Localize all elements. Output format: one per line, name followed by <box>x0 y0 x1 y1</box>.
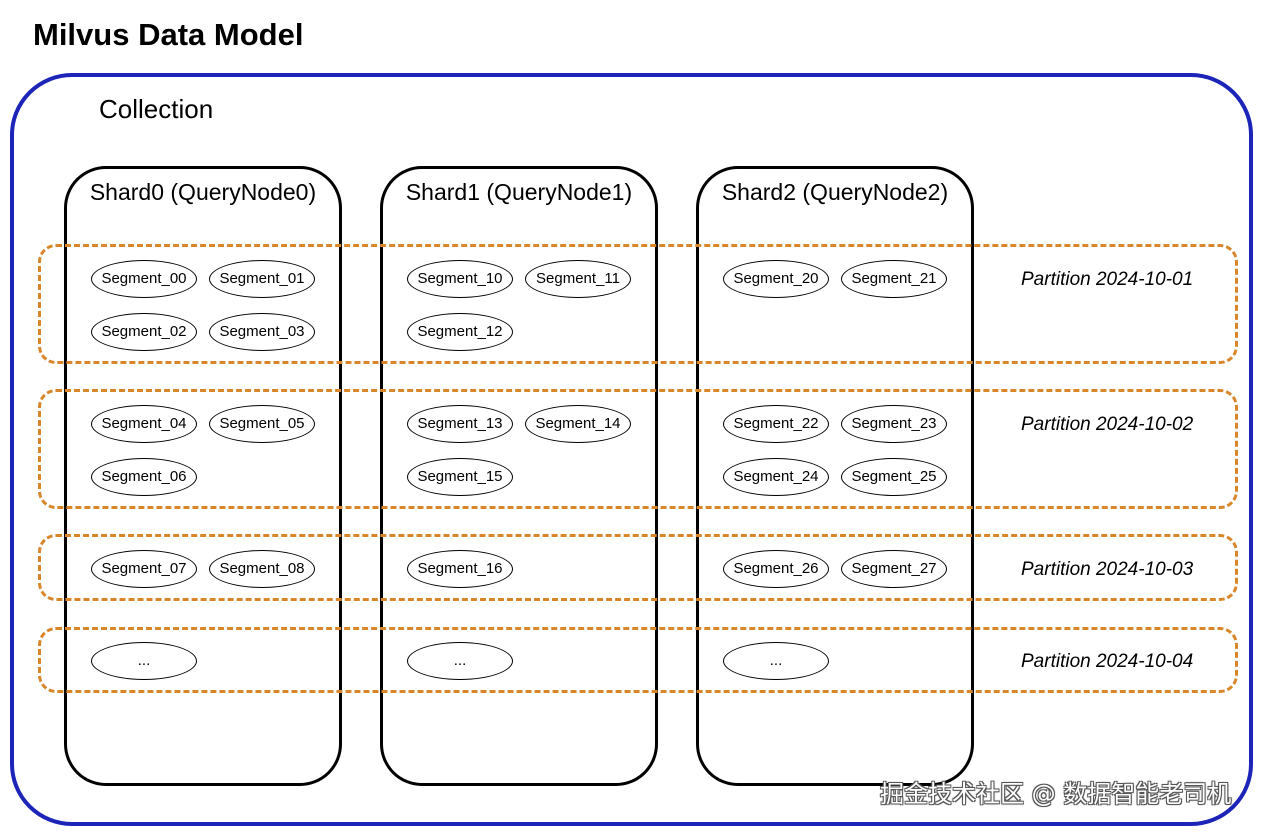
segment-14: Segment_14 <box>525 405 631 443</box>
shard-2-label: Shard2 (QueryNode2) <box>721 179 949 205</box>
partition-2024-10-02-label: Partition 2024-10-02 <box>1021 414 1194 435</box>
partition-2024-10-01-label: Partition 2024-10-01 <box>1021 269 1194 290</box>
watermark: 掘金技术社区 @ 数据智能老司机 <box>880 780 1232 808</box>
segment-26: Segment_26 <box>723 550 829 588</box>
segment-ellipsis-shard-0: ... <box>91 642 197 680</box>
segment-08: Segment_08 <box>209 550 315 588</box>
segment-03: Segment_03 <box>209 313 315 351</box>
segment-21: Segment_21 <box>841 260 947 298</box>
segment-01: Segment_01 <box>209 260 315 298</box>
shard-1-label: Shard1 (QueryNode1) <box>405 179 633 205</box>
shard-0-box <box>64 166 342 786</box>
diagram-title: Milvus Data Model <box>33 17 304 52</box>
segment-04: Segment_04 <box>91 405 197 443</box>
segment-ellipsis-shard-1: ... <box>407 642 513 680</box>
segment-10: Segment_10 <box>407 260 513 298</box>
segment-13: Segment_13 <box>407 405 513 443</box>
segment-ellipsis-shard-2: ... <box>723 642 829 680</box>
shard-2-box <box>696 166 974 786</box>
collection-label: Collection <box>99 94 214 124</box>
partition-2024-10-03-box <box>38 534 1238 601</box>
segment-22: Segment_22 <box>723 405 829 443</box>
segment-02: Segment_02 <box>91 313 197 351</box>
segment-20: Segment_20 <box>723 260 829 298</box>
partition-2024-10-02-box <box>38 389 1238 509</box>
segment-16: Segment_16 <box>407 550 513 588</box>
segment-07: Segment_07 <box>91 550 197 588</box>
segment-25: Segment_25 <box>841 458 947 496</box>
partition-2024-10-03-label: Partition 2024-10-03 <box>1021 559 1194 580</box>
shard-1-box <box>380 166 658 786</box>
partition-2024-10-01-box <box>38 244 1238 364</box>
segment-00: Segment_00 <box>91 260 197 298</box>
segment-24: Segment_24 <box>723 458 829 496</box>
partition-2024-10-04-box <box>38 627 1238 693</box>
segment-11: Segment_11 <box>525 260 631 298</box>
segment-05: Segment_05 <box>209 405 315 443</box>
shard-0-label: Shard0 (QueryNode0) <box>89 179 317 205</box>
segment-15: Segment_15 <box>407 458 513 496</box>
partition-2024-10-04-label: Partition 2024-10-04 <box>1021 651 1194 672</box>
segment-23: Segment_23 <box>841 405 947 443</box>
segment-06: Segment_06 <box>91 458 197 496</box>
segment-27: Segment_27 <box>841 550 947 588</box>
segment-12: Segment_12 <box>407 313 513 351</box>
collection-box <box>10 73 1253 826</box>
